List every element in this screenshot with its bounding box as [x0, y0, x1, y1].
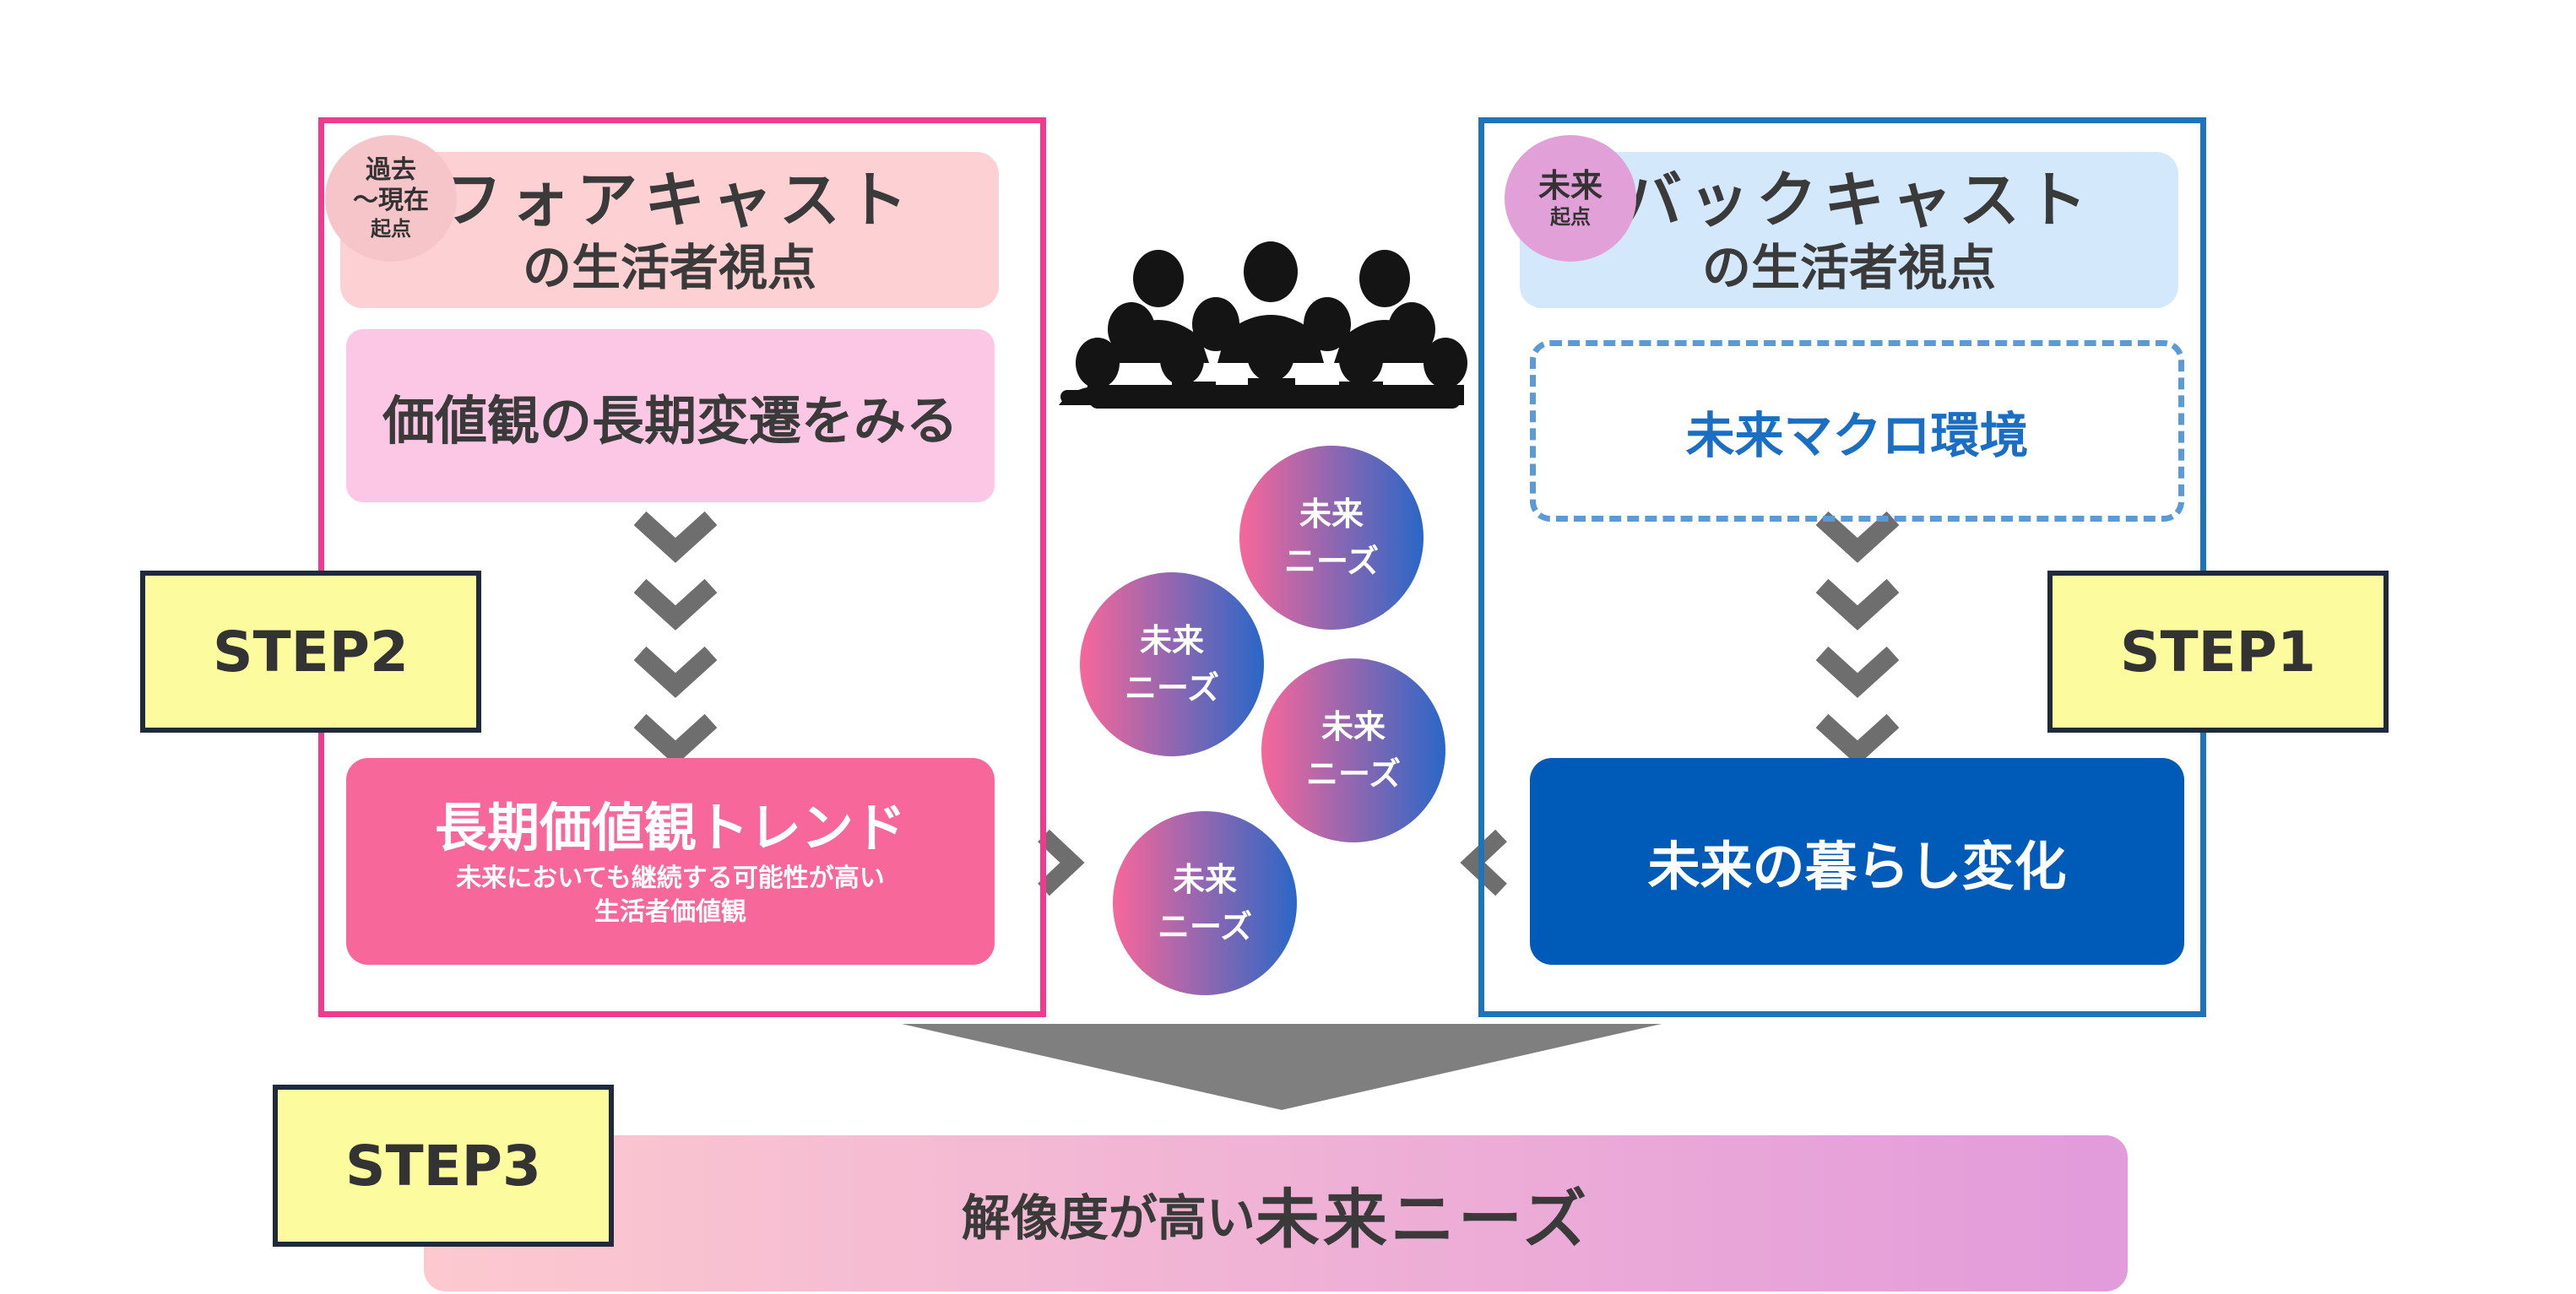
- backcast-frame: [1478, 117, 2206, 1017]
- chevron-down-icon: [1815, 511, 1900, 766]
- needs-line2: ニーズ: [1157, 908, 1253, 945]
- trend-box: 長期価値観トレンド 未来においても継続する可能性が高い 生活者価値観: [346, 758, 995, 965]
- trend-desc-1: 未来においても継続する可能性が高い: [456, 863, 885, 893]
- needs-line1: 未来: [1172, 861, 1237, 898]
- step3-label: STEP3: [273, 1085, 614, 1247]
- backcast-title: バックキャスト: [1620, 164, 2094, 236]
- step2-label: STEP2: [140, 571, 481, 733]
- needs-line1: 未来: [1321, 708, 1386, 745]
- backcast-header: バックキャスト の生活者視点: [1520, 152, 2178, 308]
- bubble-present: 〜現在: [353, 186, 429, 215]
- needs-line1: 未来: [1299, 495, 1364, 533]
- values-box: 価値観の長期変遷をみる: [346, 329, 995, 502]
- forecast-subtitle: の生活者視点: [522, 238, 816, 296]
- result-band: 解像度が高い 未来ニーズ: [424, 1135, 2128, 1291]
- chevron-right-icon: [1038, 829, 1085, 896]
- step1-label: STEP1: [2047, 571, 2389, 733]
- future-needs-circle: 未来 ニーズ: [1239, 446, 1424, 630]
- result-emphasis: 未来ニーズ: [1255, 1181, 1591, 1257]
- bubble-origin: 起点: [1550, 205, 1591, 229]
- bubble-past: 過去: [366, 155, 416, 185]
- result-prefix: 解像度が高い: [961, 1188, 1255, 1247]
- bubble-origin: 起点: [371, 217, 411, 241]
- forecast-frame: [318, 117, 1046, 1017]
- forecast-origin-bubble: 過去 〜現在 起点: [325, 135, 457, 262]
- needs-line1: 未来: [1139, 622, 1204, 659]
- future-needs-circle: 未来 ニーズ: [1261, 658, 1445, 842]
- trend-title: 長期価値観トレンド: [434, 796, 906, 858]
- backcast-origin-bubble: 未来 起点: [1505, 135, 1636, 262]
- crowd-icon: [1059, 241, 1467, 409]
- macro-environment-box: 未来マクロ環境: [1530, 340, 2184, 522]
- future-needs-circle: 未来 ニーズ: [1113, 811, 1297, 995]
- funnel-arrow-icon: [902, 1024, 1662, 1110]
- backcast-subtitle: の生活者視点: [1701, 238, 1996, 296]
- needs-line2: ニーズ: [1305, 755, 1402, 793]
- chevron-left-icon: [1460, 829, 1507, 896]
- bubble-future: 未来: [1537, 167, 1603, 204]
- needs-line2: ニーズ: [1283, 543, 1380, 580]
- future-needs-circle: 未来 ニーズ: [1080, 572, 1264, 756]
- needs-line2: ニーズ: [1124, 669, 1220, 707]
- trend-desc-2: 生活者価値観: [594, 896, 746, 927]
- forecast-title: フォアキャスト: [441, 164, 914, 236]
- life-change-box: 未来の暮らし変化: [1530, 758, 2184, 965]
- chevron-down-icon: [633, 511, 718, 766]
